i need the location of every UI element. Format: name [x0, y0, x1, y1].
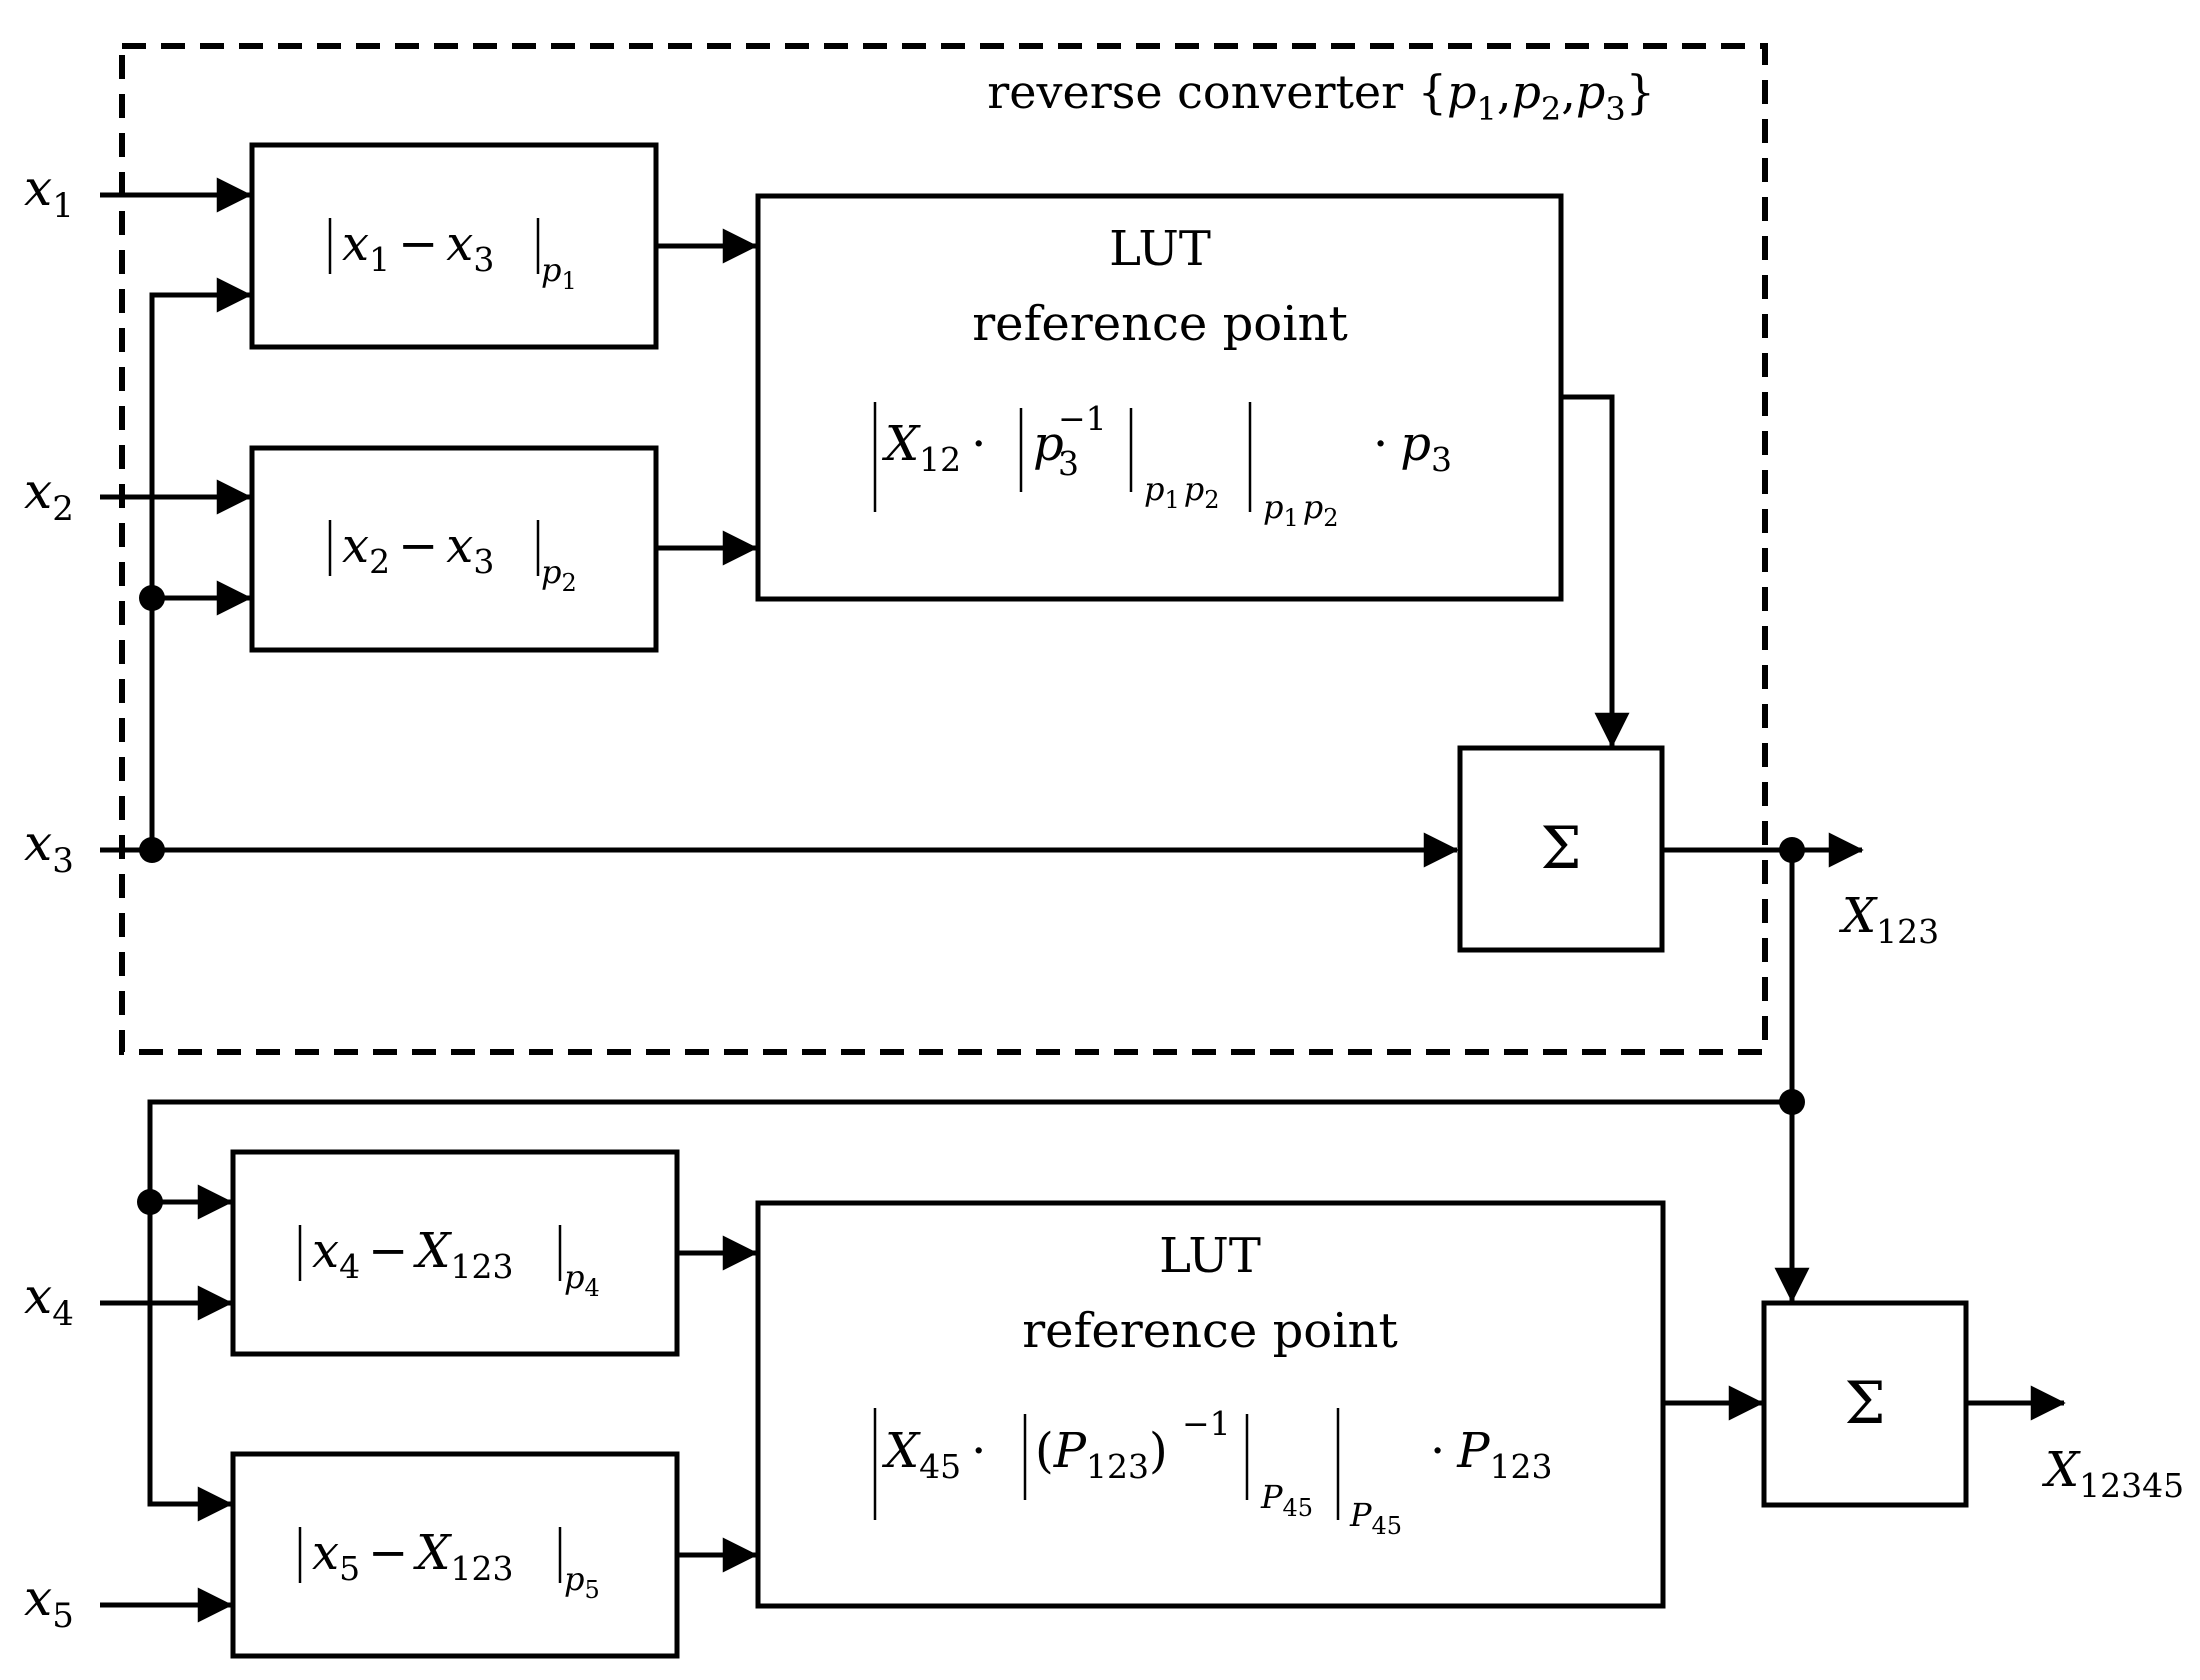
svg-text:LUT: LUT [1159, 1228, 1261, 1284]
svg-text:x5−X123: x5−X123 [312, 1525, 513, 1588]
svg-text:P45: P45 [1349, 1496, 1402, 1540]
output-label-x123: X123 [1838, 888, 1939, 951]
svg-text:LUT: LUT [1109, 221, 1211, 277]
modular-difference-block-2: x2−x3 p2 [249, 445, 659, 653]
input-label-x3: x3 [24, 814, 74, 881]
svg-text:P45: P45 [1260, 1478, 1313, 1522]
svg-text:Σ: Σ [1844, 1369, 1885, 1437]
wires-bottom [100, 1099, 2066, 1623]
svg-text:3: 3 [1058, 444, 1079, 483]
svg-text:X45·: X45· [881, 1423, 986, 1486]
svg-text:reference point: reference point [972, 296, 1348, 352]
reverse-converter-frame [119, 43, 1768, 1055]
junction-dot [1779, 1089, 1805, 1115]
svg-text:x1−x3: x1−x3 [342, 216, 494, 279]
input-label-x2: x2 [24, 462, 74, 529]
junction-dot [137, 1189, 163, 1215]
svg-text:p1: p1 [541, 251, 577, 295]
svg-text:−1: −1 [1182, 1404, 1231, 1443]
svg-text:·p3: ·p3 [1373, 416, 1452, 479]
svg-text:x2−x3: x2−x3 [342, 518, 494, 581]
input-label-x4: x4 [24, 1267, 74, 1334]
junction-dot [1779, 837, 1805, 863]
svg-text:−1: −1 [1058, 399, 1107, 438]
input-label-x1: x1 [24, 159, 74, 226]
svg-text:p4: p4 [564, 1258, 600, 1302]
input-label-x5: x5 [24, 1569, 74, 1636]
modular-difference-block-1: x1−x3 p1 [249, 142, 659, 350]
lut-reference-point-block-2: LUT reference point X45· (P123) −1 P45 P… [755, 1200, 1666, 1609]
svg-text:·P123: ·P123 [1430, 1423, 1553, 1486]
wires-top [100, 177, 1864, 1102]
summation-block-1: Σ [1457, 745, 1665, 953]
reverse-converter-label: reverse converter {p1,p2,p3} [987, 65, 1655, 128]
modular-difference-block-4: x4−X123 p4 [230, 1149, 680, 1357]
modular-difference-block-5: x5−X123 p5 [230, 1451, 680, 1659]
output-label-x12345: X12345 [2041, 1442, 2184, 1505]
junction-dot [139, 585, 165, 611]
summation-block-2: Σ [1761, 1300, 1969, 1508]
svg-text:X12·: X12· [881, 416, 986, 479]
svg-text:p5: p5 [564, 1560, 600, 1604]
svg-text:x4−X123: x4−X123 [312, 1223, 513, 1286]
svg-text:(P123): (P123) [1035, 1423, 1168, 1486]
svg-text:p: p [1033, 416, 1064, 472]
svg-text:p2: p2 [541, 553, 577, 597]
svg-text:reference point: reference point [1022, 1303, 1398, 1359]
svg-text:Σ: Σ [1540, 814, 1581, 882]
junction-dot [139, 837, 165, 863]
